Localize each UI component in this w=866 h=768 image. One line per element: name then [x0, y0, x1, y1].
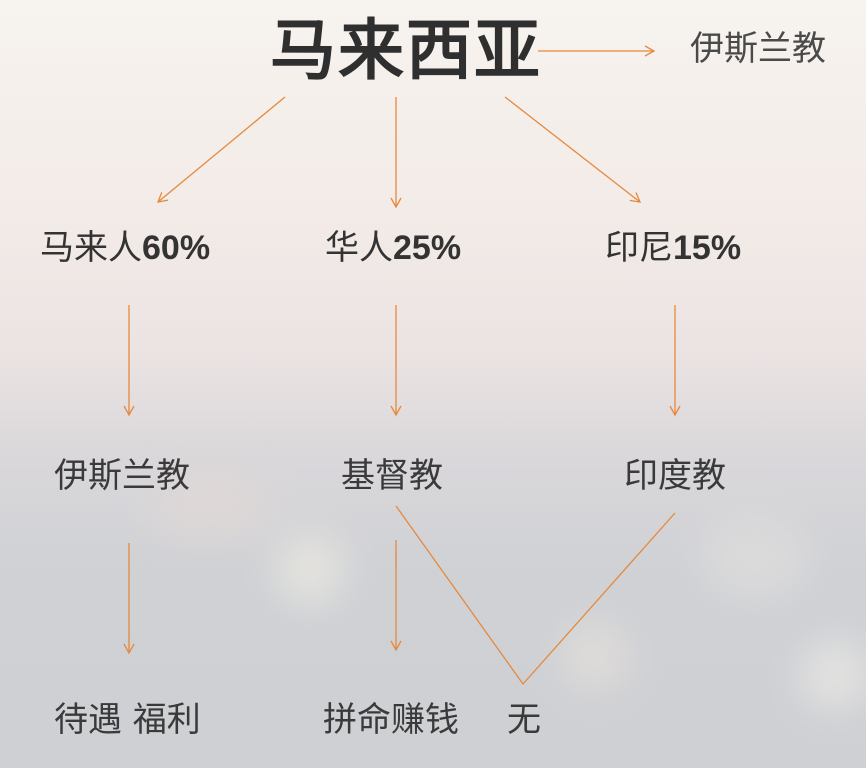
result-welfare: 待遇 福利: [54, 700, 201, 740]
group-name: 印尼: [605, 228, 673, 268]
bokeh-light: [560, 620, 630, 690]
group-malay: 马来人60%: [40, 231, 210, 265]
top-religion-label: 伊斯兰教: [690, 29, 826, 69]
arrow-title-to-indonesian: [504, 96, 642, 203]
result-work-hard: 拼命赚钱: [323, 700, 459, 740]
group-name: 马来人: [40, 228, 142, 268]
group-percent: 15%: [673, 229, 742, 267]
line-to-none: [395, 505, 676, 686]
arrow-title-to-malay: [156, 96, 286, 203]
diagram-title: 马来西亚: [270, 12, 542, 89]
religion-islam: 伊斯兰教: [54, 456, 190, 496]
group-name: 华人: [325, 228, 393, 268]
religion-christianity: 基督教: [341, 456, 443, 496]
group-indonesian: 印尼15%: [605, 231, 741, 265]
religion-hinduism: 印度教: [624, 456, 726, 496]
result-none: 无: [507, 700, 541, 740]
bokeh-light: [700, 520, 810, 600]
bokeh-light: [150, 470, 270, 540]
group-percent: 25%: [393, 229, 462, 267]
group-percent: 60%: [142, 229, 211, 267]
bokeh-light: [800, 640, 866, 710]
bokeh-light: [275, 535, 345, 605]
group-chinese: 华人25%: [325, 231, 461, 265]
